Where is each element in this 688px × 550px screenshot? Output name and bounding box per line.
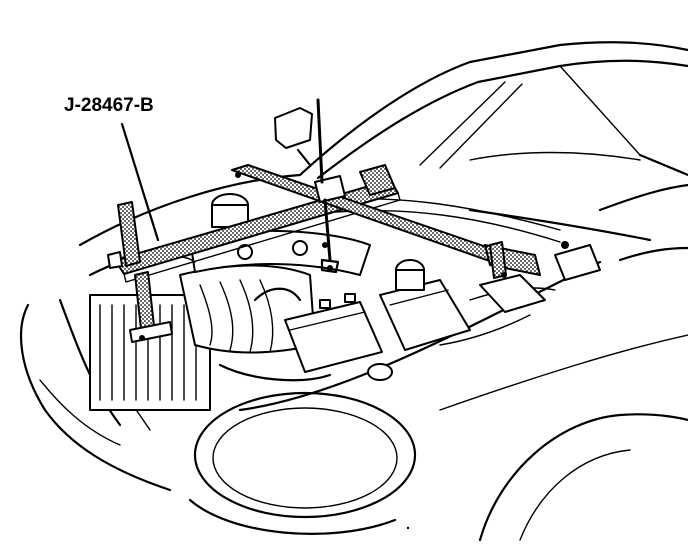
stray-mark — [406, 526, 410, 530]
tool-callout: J-28467-B — [64, 95, 160, 242]
callout-label: J-28467-B — [64, 95, 154, 116]
vehicle-body — [19, 41, 688, 542]
callout-leader-line — [120, 122, 160, 242]
side-mirror — [274, 107, 313, 167]
engine-bay — [89, 193, 601, 411]
engine-support-fixture — [107, 98, 541, 343]
